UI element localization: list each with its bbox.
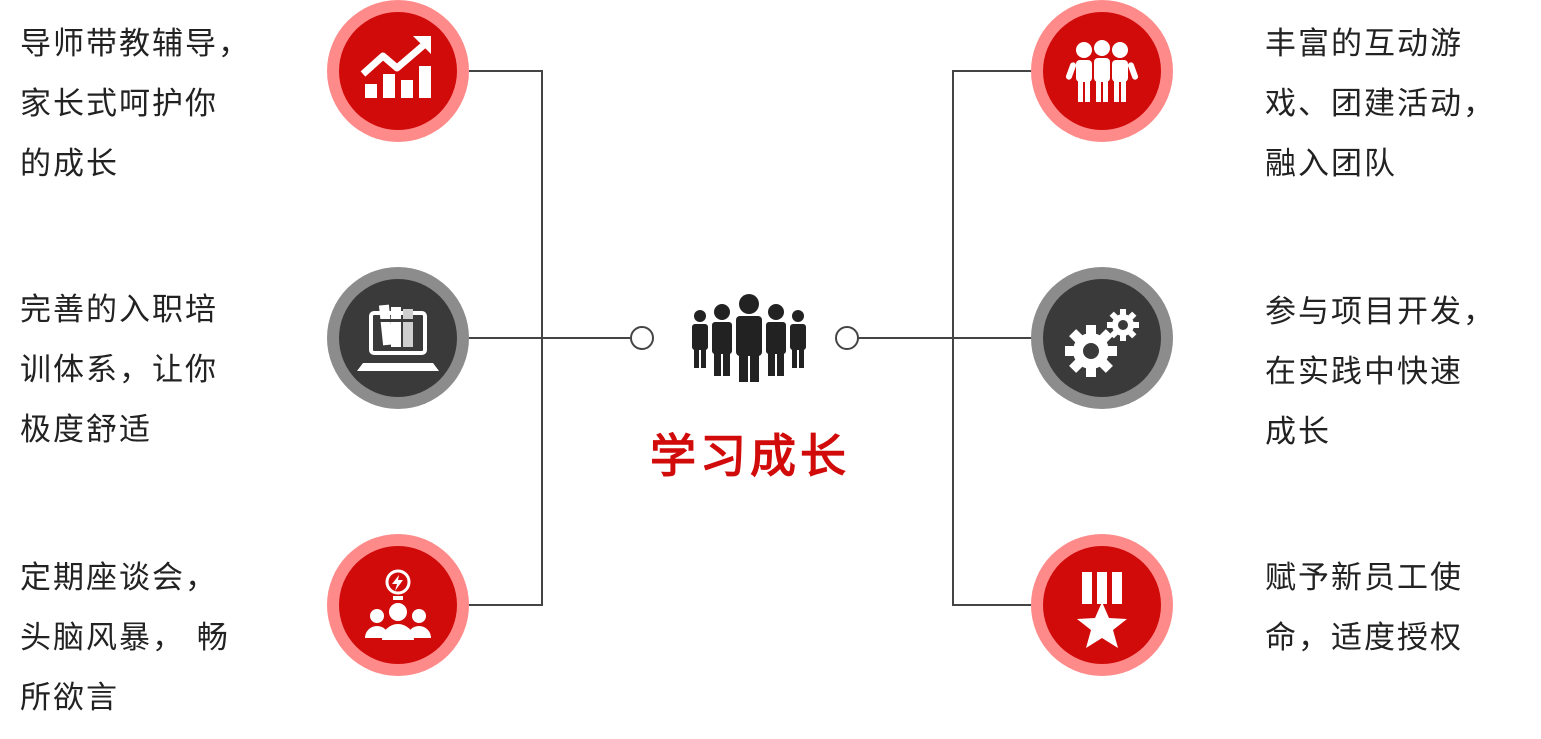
right-text-2: 参与项目开发， 在实践中快速 成长: [1265, 282, 1496, 462]
people-group-icon: [692, 294, 806, 382]
badge-brainstorm: [327, 534, 469, 676]
badge-mission: [1031, 534, 1173, 676]
left-text-2: 完善的入职培 训体系，让你 极度舒适: [20, 280, 218, 460]
text-line: 命，适度授权: [1265, 620, 1463, 656]
left-text-3: 定期座谈会， 头脑风暴， 畅 所欲言: [20, 548, 230, 728]
gears-icon: [1065, 309, 1139, 377]
text-line: 训体系，让你: [20, 352, 218, 388]
text-line: 融入团队: [1265, 146, 1397, 182]
right-junction-dot: [835, 326, 859, 350]
text-line: 在实践中快速: [1265, 354, 1463, 390]
medal-star-icon: [1077, 572, 1127, 648]
text-line: 赋予新员工使: [1265, 560, 1463, 596]
badge-training: [327, 267, 469, 409]
text-line: 头脑风暴， 畅: [20, 620, 230, 656]
text-line: 参与项目开发，: [1265, 294, 1496, 330]
right-text-3: 赋予新员工使 命，适度授权: [1265, 548, 1463, 668]
text-line: 成长: [1265, 414, 1331, 450]
left-text-1: 导师带教辅导， 家长式呵护你 的成长: [20, 14, 251, 194]
text-line: 所欲言: [20, 680, 119, 716]
badge-growth: [327, 0, 469, 142]
idea-team-icon: [365, 569, 431, 640]
badge-team: [1031, 0, 1173, 142]
left-junction-dot: [630, 326, 654, 350]
text-line: 极度舒适: [20, 412, 152, 448]
growth-chart-icon: [360, 36, 431, 98]
team-people-icon: [1065, 40, 1139, 102]
center-title: 学习成长: [650, 429, 850, 483]
laptop-books-icon: [357, 304, 439, 371]
text-line: 定期座谈会，: [20, 560, 218, 596]
text-line: 的成长: [20, 146, 119, 182]
right-text-1: 丰富的互动游 戏、团建活动， 融入团队: [1265, 14, 1496, 194]
text-line: 完善的入职培: [20, 292, 218, 328]
text-line: 导师带教辅导，: [20, 26, 251, 62]
text-line: 丰富的互动游: [1265, 26, 1463, 62]
text-line: 家长式呵护你: [20, 86, 218, 122]
text-line: 戏、团建活动，: [1265, 86, 1496, 122]
badge-project: [1031, 267, 1173, 409]
